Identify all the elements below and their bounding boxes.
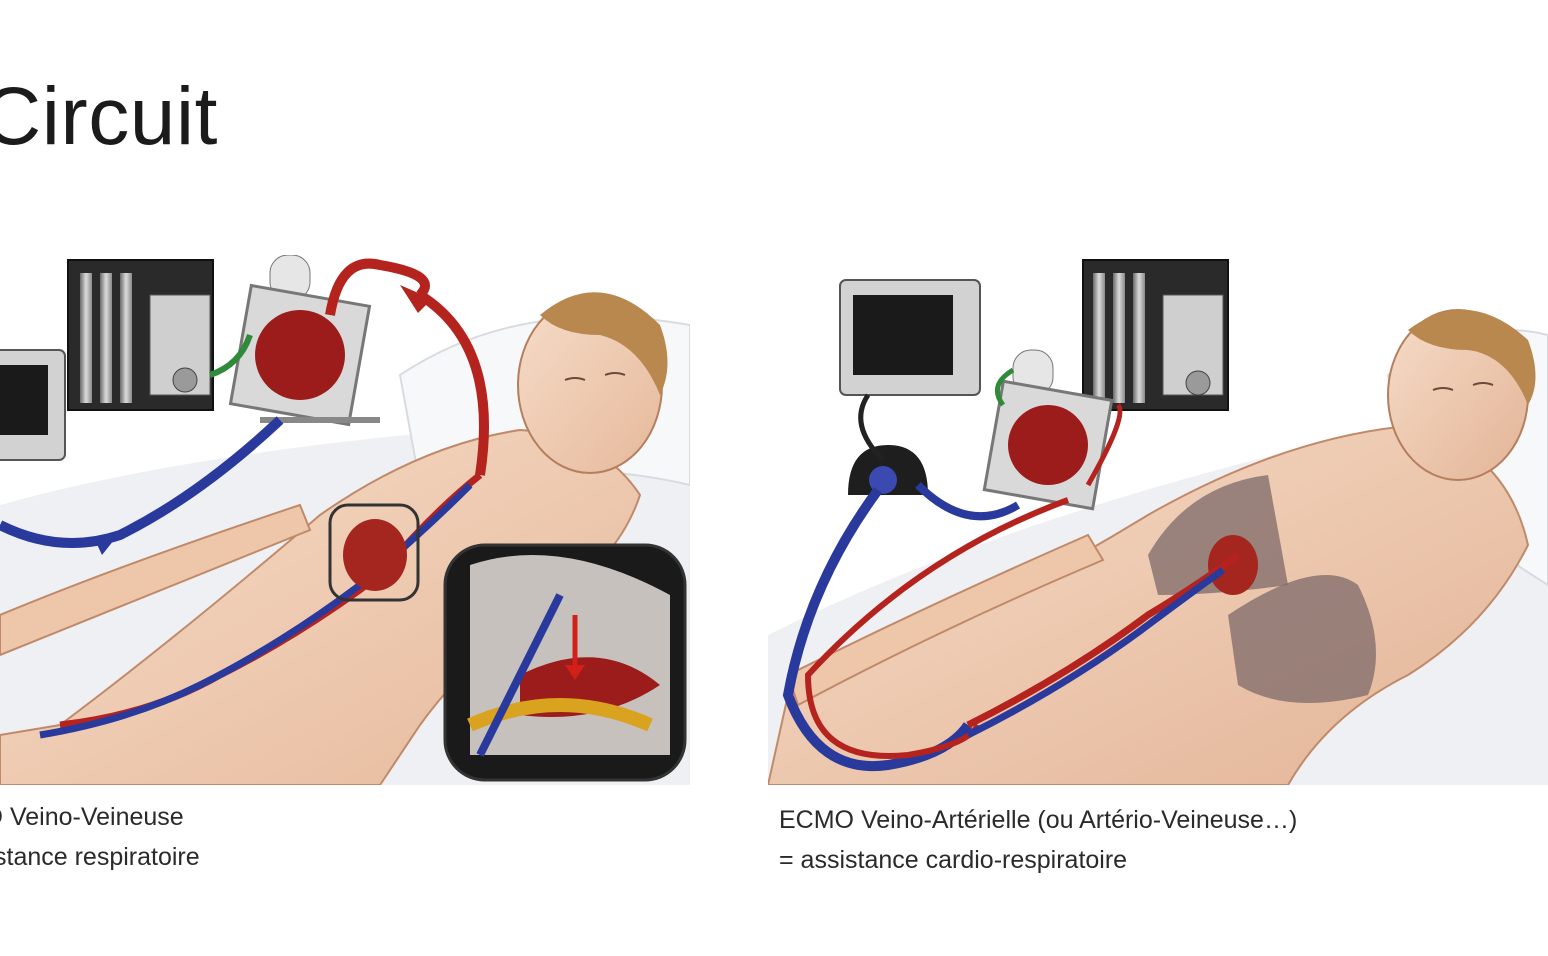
ecmo-va-illustration [768, 255, 1548, 785]
caption-vv-line1: ECMO Veino-Veineuse [0, 803, 184, 831]
patient-arm [786, 533, 1105, 707]
patient-hair [1408, 309, 1536, 405]
caption-va-ecmo: ECMO Veino-Artérielle (ou Artério-Veineu… [779, 800, 1297, 880]
drainage-cannula-blue [0, 416, 284, 548]
patient-hair [540, 292, 668, 395]
caption-va-line2: = assistance cardio-respiratoire [779, 846, 1128, 874]
caption-vv-ecmo: ECMO Veino-Veineuse = assistance respira… [0, 797, 200, 877]
return-cannula-red [804, 497, 1070, 759]
lung-right [1228, 575, 1376, 703]
return-cannula-red [325, 258, 430, 316]
drainage-cannula-blue [782, 487, 973, 772]
caption-vv-line2: = assistance respiratoire [0, 843, 200, 871]
slide-title: Circuit [0, 71, 218, 162]
caption-va-line1: ECMO Veino-Artérielle (ou Artério-Veineu… [779, 806, 1298, 834]
heart-box [328, 503, 420, 602]
ecmo-vv-illustration [0, 255, 690, 785]
patient-arm [0, 503, 312, 657]
